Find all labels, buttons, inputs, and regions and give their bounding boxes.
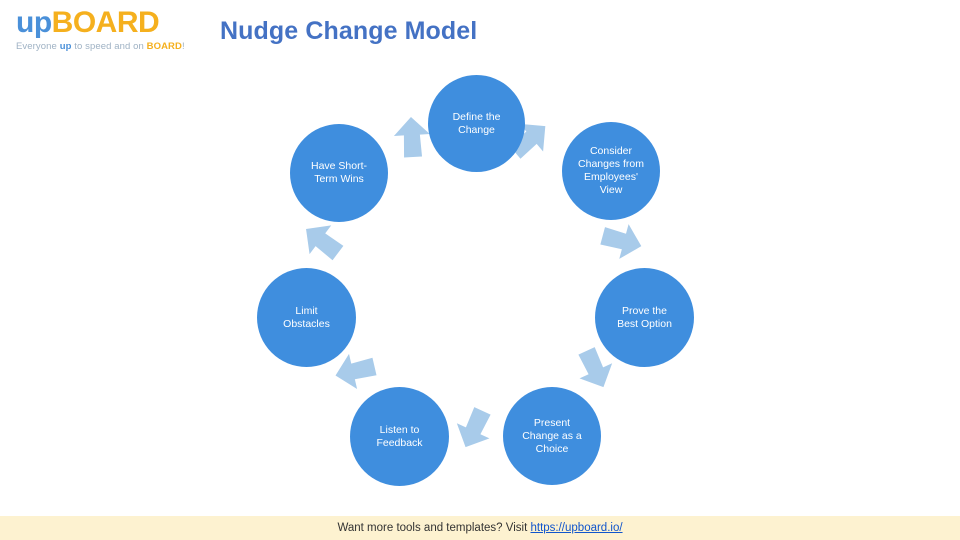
- tagline-highlight-up: up: [59, 41, 72, 52]
- logo-wordmark: upBOARD: [16, 6, 206, 40]
- cycle-node-have-short-term-wins[interactable]: Have Short- Term Wins: [290, 124, 388, 222]
- arrow-consider-to-prove-icon: [595, 214, 649, 268]
- tagline-part-3: !: [181, 41, 185, 52]
- cycle-node-label: Limit Obstacles: [283, 304, 330, 330]
- arrow-listen-to-limit-icon: [329, 345, 382, 398]
- page-title: Nudge Change Model: [220, 17, 478, 45]
- tagline-part-2: to speed and on: [71, 41, 147, 52]
- cycle-node-prove-the-best-option[interactable]: Prove the Best Option: [595, 268, 694, 367]
- arrow-present-to-listen-icon: [445, 400, 503, 458]
- logo-word-up: up: [16, 6, 52, 39]
- logo-word-board: BOARD: [51, 6, 160, 39]
- arrow-define-to-consider-icon: [499, 108, 561, 170]
- tagline-part-1: Everyone: [16, 41, 60, 52]
- tagline-highlight-board: BOARD: [146, 41, 182, 52]
- footer-upboard-link[interactable]: https://upboard.io/: [530, 522, 623, 534]
- cycle-node-define-the-change[interactable]: Define the Change: [428, 75, 525, 172]
- logo-tagline: Everyone up to speed and on BOARD!: [16, 41, 206, 52]
- arrow-limit-to-wins-icon: [291, 210, 353, 272]
- arrow-prove-to-present-icon: [566, 340, 624, 398]
- cycle-node-present-change-as-a-choice[interactable]: Present Change as a Choice: [503, 387, 601, 485]
- arrow-wins-to-define-icon: [389, 114, 435, 160]
- cycle-node-label: Prove the Best Option: [617, 304, 672, 330]
- footer-bar: Want more tools and templates? Visit htt…: [0, 516, 960, 540]
- footer-text: Want more tools and templates? Visit htt…: [337, 522, 622, 534]
- cycle-node-listen-to-feedback[interactable]: Listen to Feedback: [350, 387, 449, 486]
- cycle-node-limit-obstacles[interactable]: Limit Obstacles: [257, 268, 356, 367]
- cycle-node-label: Present Change as a Choice: [522, 416, 582, 455]
- cycle-node-label: Have Short- Term Wins: [310, 160, 368, 185]
- cycle-node-consider-changes-from-employees-view[interactable]: Consider Changes from Employees' View: [562, 122, 660, 220]
- cycle-node-label: Listen to Feedback: [376, 423, 423, 449]
- footer-prompt: Want more tools and templates? Visit: [337, 522, 531, 534]
- nudge-change-model-cycle-diagram: Define the Change Consider Changes from …: [0, 62, 960, 512]
- cycle-node-label: Consider Changes from Employees' View: [578, 145, 644, 196]
- cycle-node-label: Define the Change: [452, 110, 501, 136]
- brand-logo[interactable]: upBOARD Everyone up to speed and on BOAR…: [16, 6, 206, 64]
